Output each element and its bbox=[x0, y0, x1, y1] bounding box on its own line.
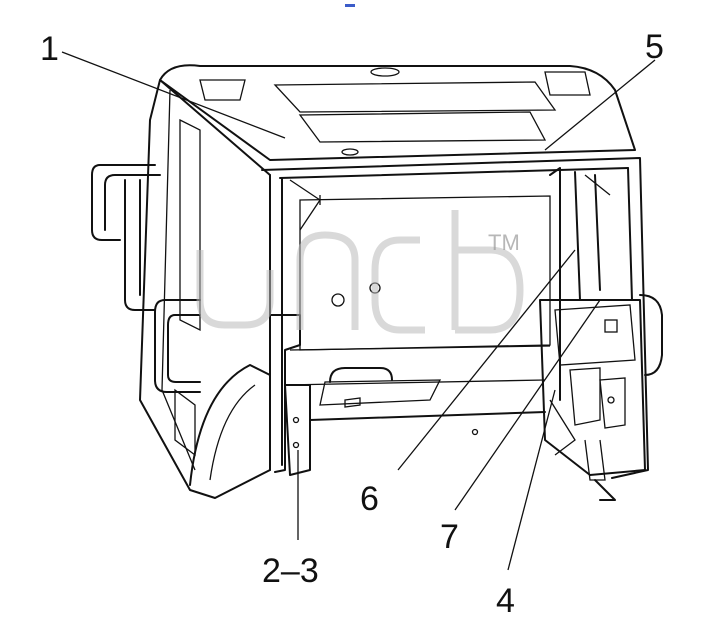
callout-2-3: 2–3 bbox=[262, 552, 319, 590]
left-side-panel bbox=[139, 79, 271, 499]
grab-handles bbox=[91, 164, 201, 393]
callout-1: 1 bbox=[40, 30, 59, 68]
watermark-tm: TM bbox=[488, 230, 520, 255]
top-mark bbox=[345, 4, 355, 7]
front-frame bbox=[261, 157, 649, 479]
callout-6: 6 bbox=[360, 480, 379, 518]
front-post bbox=[269, 314, 311, 476]
leader-lines bbox=[61, 51, 656, 571]
callout-4: 4 bbox=[496, 582, 515, 620]
callout-7: 7 bbox=[440, 518, 459, 556]
floor-assembly bbox=[309, 367, 546, 436]
cab-roof bbox=[159, 64, 636, 161]
callout-5: 5 bbox=[645, 28, 664, 66]
watermark: TM bbox=[196, 210, 524, 334]
right-control-assembly bbox=[539, 167, 663, 501]
callouts: 1 5 6 7 2–3 4 bbox=[40, 28, 664, 620]
